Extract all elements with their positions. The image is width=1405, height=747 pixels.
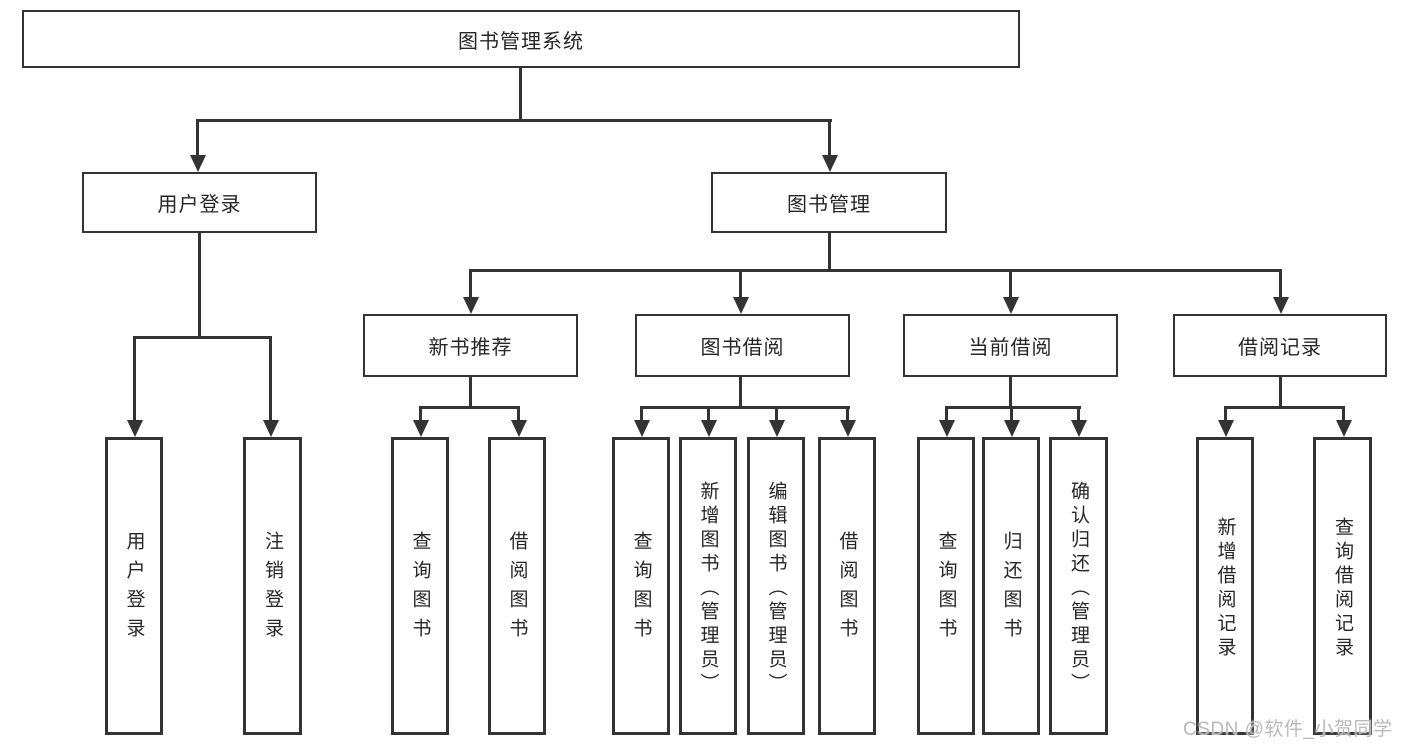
connector-bb-arm3 <box>775 406 778 421</box>
connector-cb-arm1 <box>945 406 948 421</box>
connector-bm-arm1 <box>469 269 472 299</box>
node-new-book-rec: 新书推荐 <box>363 314 578 377</box>
node-leaf-bb-query-book: 查询图书 <box>612 437 670 735</box>
node-leaf-bb-borrow-book-label: 借阅图书 <box>836 531 858 647</box>
arrow-down-icon <box>634 420 650 437</box>
connector-ul-right <box>269 336 272 421</box>
node-leaf-logout: 注销登录 <box>243 437 302 735</box>
node-leaf-cb-return-book: 归还图书 <box>982 437 1040 735</box>
csdn-watermark: CSDN @软件_小贺同学 <box>1183 719 1393 740</box>
connector-book-mgmt-branch <box>469 269 1282 272</box>
node-leaf-bb-edit-book-label: 编辑图书（管理员） <box>765 481 787 697</box>
connector-bb-branch <box>640 406 850 409</box>
node-borrow-record-label: 借阅记录 <box>1238 337 1322 359</box>
connector-bb-stem <box>739 377 742 409</box>
connector-nb-branch <box>419 406 520 409</box>
node-leaf-nb-borrow-book: 借阅图书 <box>488 437 546 735</box>
connector-br-branch <box>1224 406 1345 409</box>
arrow-down-icon <box>939 420 955 437</box>
node-root-system-label: 图书管理系统 <box>458 30 584 53</box>
connector-br-arm1 <box>1224 406 1227 421</box>
node-new-book-rec-label: 新书推荐 <box>428 337 513 359</box>
arrow-down-icon <box>701 420 717 437</box>
connector-user-login-branch <box>133 336 272 339</box>
connector-cb-branch <box>945 406 1081 409</box>
connector-ul-left <box>133 336 136 421</box>
connector-nb-arm1 <box>419 406 422 421</box>
arrow-down-icon <box>463 297 479 314</box>
arrow-down-icon <box>1273 297 1289 314</box>
node-leaf-cb-query-book-label: 查询图书 <box>935 531 957 647</box>
connector-bb-arm2 <box>707 406 710 421</box>
node-current-borrow: 当前借阅 <box>903 314 1118 377</box>
node-leaf-cb-query-book: 查询图书 <box>917 437 975 735</box>
node-leaf-bb-edit-book: 编辑图书（管理员） <box>747 437 805 735</box>
connector-book-mgmt-down <box>828 233 831 272</box>
node-leaf-nb-borrow-book-label: 借阅图书 <box>506 531 528 647</box>
node-book-borrow-label: 图书借阅 <box>700 337 785 359</box>
connector-nb-stem <box>469 377 472 409</box>
node-book-mgmt: 图书管理 <box>711 172 947 233</box>
arrow-down-icon <box>263 420 279 437</box>
node-borrow-record: 借阅记录 <box>1173 314 1387 377</box>
node-user-login: 用户登录 <box>82 172 317 233</box>
connector-user-login-down <box>198 233 201 339</box>
node-leaf-bb-query-book-label: 查询图书 <box>630 531 652 647</box>
connector-cb-arm3 <box>1077 406 1080 421</box>
connector-cb-stem <box>1009 377 1012 409</box>
connector-user-login-stem <box>196 119 199 157</box>
connector-br-stem <box>1279 377 1282 409</box>
node-root-system: 图书管理系统 <box>22 10 1020 68</box>
node-leaf-br-add-record-label: 新增借阅记录 <box>1214 517 1236 661</box>
connector-br-arm2 <box>1342 406 1345 421</box>
node-leaf-user-login: 用户登录 <box>105 437 163 735</box>
node-leaf-cb-confirm-return: 确认归还（管理员） <box>1049 437 1108 735</box>
arrow-down-icon <box>413 420 429 437</box>
node-user-login-label: 用户登录 <box>157 194 242 216</box>
connector-nb-arm2 <box>517 406 520 421</box>
arrow-down-icon <box>822 155 838 172</box>
connector-bb-arm1 <box>640 406 643 421</box>
arrow-down-icon <box>1004 420 1020 437</box>
arrow-down-icon <box>190 155 206 172</box>
arrow-down-icon <box>840 420 856 437</box>
connector-bb-arm4 <box>846 406 849 421</box>
node-leaf-br-query-record-label: 查询借阅记录 <box>1332 517 1353 661</box>
node-leaf-bb-add-book: 新增图书（管理员） <box>679 437 737 735</box>
arrow-down-icon <box>511 420 527 437</box>
connector-bm-arm2 <box>739 269 742 299</box>
node-leaf-nb-query-book-label: 查询图书 <box>409 531 431 647</box>
connector-bm-arm4 <box>1279 269 1282 299</box>
node-book-borrow: 图书借阅 <box>635 314 850 377</box>
connector-level1-branch <box>196 119 832 122</box>
arrow-down-icon <box>769 420 785 437</box>
connector-bm-arm3 <box>1009 269 1012 299</box>
arrow-down-icon <box>1218 420 1234 437</box>
arrow-down-icon <box>733 297 749 314</box>
node-leaf-user-login-label: 用户登录 <box>123 531 145 647</box>
arrow-down-icon <box>1003 297 1019 314</box>
node-leaf-br-add-record: 新增借阅记录 <box>1196 437 1254 735</box>
node-current-borrow-label: 当前借阅 <box>968 337 1053 359</box>
arrow-down-icon <box>1336 420 1352 437</box>
node-leaf-cb-confirm-return-label: 确认归还（管理员） <box>1068 481 1089 697</box>
arrow-down-icon <box>127 420 143 437</box>
arrow-down-icon <box>1071 420 1087 437</box>
connector-root-stem <box>519 68 522 122</box>
connector-cb-arm2 <box>1010 406 1013 421</box>
node-leaf-nb-query-book: 查询图书 <box>391 437 449 735</box>
node-leaf-bb-borrow-book: 借阅图书 <box>818 437 876 735</box>
node-book-mgmt-label: 图书管理 <box>787 194 871 216</box>
node-leaf-logout-label: 注销登录 <box>262 531 283 647</box>
node-leaf-cb-return-book-label: 归还图书 <box>1000 531 1022 647</box>
node-leaf-bb-add-book-label: 新增图书（管理员） <box>697 481 719 697</box>
connector-book-mgmt-stem <box>828 119 831 157</box>
node-leaf-br-query-record: 查询借阅记录 <box>1313 437 1372 735</box>
